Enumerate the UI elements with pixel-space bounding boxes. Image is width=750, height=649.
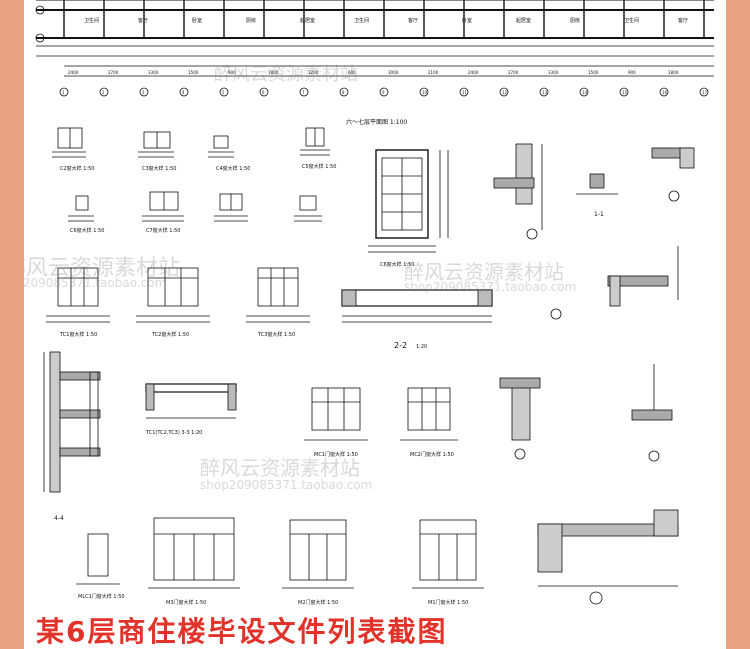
plan-room-label: 客厅 bbox=[138, 17, 148, 24]
label-window-big: C6窗大样 1:50 bbox=[380, 261, 415, 268]
grid-bubble-label: 2 bbox=[102, 90, 105, 95]
grid-bubble bbox=[619, 87, 629, 97]
label-plan-67: 六～七层平面图 1:100 bbox=[346, 118, 407, 126]
grid-bubble-label: 1 bbox=[62, 90, 65, 95]
plan-dimension: 1800 bbox=[268, 70, 279, 75]
plan-dimension: 900 bbox=[228, 70, 236, 75]
plan-dimension: 2700 bbox=[508, 70, 519, 75]
plan-dimension: 3300 bbox=[148, 70, 159, 75]
plan-dimension: 2100 bbox=[428, 70, 439, 75]
label-c7: C7窗大样 1:50 bbox=[146, 227, 181, 234]
plan-room-label: 厨房 bbox=[246, 17, 256, 24]
plan-room-label: 卧室 bbox=[192, 17, 202, 24]
grid-bubble bbox=[419, 87, 429, 97]
grid-bubble-label: 5 bbox=[222, 90, 225, 95]
plan-dimension: 1800 bbox=[668, 70, 679, 75]
plan-room-label: 卫生间 bbox=[624, 17, 639, 24]
label-c5: C5窗大样 1:50 bbox=[302, 163, 337, 170]
grid-bubble bbox=[579, 87, 589, 97]
label-mc1: MC1门窗大样 1:50 bbox=[314, 451, 358, 458]
label-22-scale: 1:20 bbox=[416, 344, 427, 350]
plan-dimension: 3000 bbox=[388, 70, 399, 75]
label-tc3: TC3窗大样 1:50 bbox=[257, 331, 295, 338]
section-4-4: 4-4 bbox=[43, 351, 101, 522]
page-caption: 某6层商住楼毕设文件列表截图 bbox=[36, 615, 448, 648]
label-m2: M2门窗大样 1:50 bbox=[298, 599, 338, 606]
plan-dimension: 1500 bbox=[588, 70, 599, 75]
door-details-bottom: MLC1门窗大样 1:50 M3门窗大样 1:50 M2门窗大样 1:50 M1… bbox=[76, 517, 484, 606]
label-tc2: TC2窗大样 1:50 bbox=[151, 331, 189, 338]
label-c2: C2窗大样 1:50 bbox=[60, 165, 95, 172]
grid-bubble-label: 12 bbox=[502, 90, 508, 95]
tc-window-details: TC1窗大样 1:50 TC2窗大样 1:50 TC3窗大样 1:50 bbox=[46, 267, 310, 338]
grid-bubble bbox=[59, 87, 69, 97]
plan-dimension: 1200 bbox=[308, 70, 319, 75]
plan-dimension: 900 bbox=[628, 70, 636, 75]
grid-bubble-label: 6 bbox=[262, 90, 265, 95]
structure-details-right: 1-1 bbox=[493, 143, 695, 605]
big-window-elevation: 六～七层平面图 1:100 C6窗大样 1:50 bbox=[346, 118, 449, 268]
label-m1: M1门窗大样 1:50 bbox=[428, 599, 468, 606]
plan-dimension: 600 bbox=[348, 70, 356, 75]
plan-room-label: 客厅 bbox=[678, 17, 688, 24]
grid-bubble-label: 13 bbox=[542, 90, 548, 95]
plan-dimension: 2700 bbox=[108, 70, 119, 75]
grid-bubble bbox=[699, 87, 709, 97]
label-c4: C4窗大样 1:50 bbox=[216, 165, 251, 172]
label-mc2: MC2门窗大样 1:50 bbox=[410, 451, 454, 458]
plan-dimension: 1500 bbox=[188, 70, 199, 75]
plan-room-label: 卫生间 bbox=[84, 17, 99, 24]
grid-bubble bbox=[99, 87, 109, 97]
plan-room-label: 起居室 bbox=[516, 17, 531, 24]
grid-bubble-label: 4 bbox=[182, 90, 185, 95]
grid-bubble-label: 9 bbox=[382, 90, 385, 95]
grid-bubble bbox=[499, 87, 509, 97]
plan-room-label: 起居室 bbox=[300, 17, 315, 24]
plan-dimension: 2400 bbox=[468, 70, 479, 75]
plan-room-label: 客厅 bbox=[408, 17, 418, 24]
grid-bubble bbox=[179, 87, 189, 97]
grid-bubble-label: 16 bbox=[662, 90, 668, 95]
grid-bubble bbox=[339, 87, 349, 97]
grid-bubble bbox=[299, 87, 309, 97]
grid-bubble bbox=[379, 87, 389, 97]
grid-bubble-label: 7 bbox=[302, 90, 305, 95]
plan-room-label: 卧室 bbox=[462, 17, 472, 24]
grid-bubble-label: 10 bbox=[422, 90, 428, 95]
label-m3: M3门窗大样 1:50 bbox=[166, 599, 206, 606]
grid-bubble-label: 8 bbox=[342, 90, 345, 95]
label-44: 4-4 bbox=[54, 515, 64, 522]
window-details-group-1: C2窗大样 1:50 C3窗大样 1:50 C4窗大样 1:50 C5窗大样 1… bbox=[52, 127, 337, 234]
plan-room-label: 厨房 bbox=[570, 17, 580, 24]
label-c6: C6窗大样 1:50 bbox=[70, 227, 105, 234]
grid-bubble-label: 15 bbox=[622, 90, 628, 95]
plan-dimension: 3300 bbox=[548, 70, 559, 75]
grid-bubble-label: 14 bbox=[582, 90, 588, 95]
label-c3: C3窗大样 1:50 bbox=[142, 165, 177, 172]
grid-bubble bbox=[139, 87, 149, 97]
label-mlc: MLC1门窗大样 1:50 bbox=[78, 593, 125, 600]
plan-room-label: 卫生间 bbox=[354, 17, 369, 24]
grid-bubble bbox=[259, 87, 269, 97]
grid-bubble bbox=[459, 87, 469, 97]
section-2-2: 2-2 1:20 bbox=[341, 289, 493, 350]
door-details-mc: MC1门窗大样 1:50 MC2门窗大样 1:50 bbox=[304, 387, 458, 458]
label-22: 2-2 bbox=[394, 341, 407, 350]
grid-bubble bbox=[219, 87, 229, 97]
grid-bubble-label: 3 bbox=[142, 90, 145, 95]
grid-bubble bbox=[539, 87, 549, 97]
label-tc1: TC1窗大样 1:50 bbox=[59, 331, 97, 338]
grid-bubble bbox=[659, 87, 669, 97]
label-11: 1-1 bbox=[594, 211, 604, 218]
plan-dimension: 2400 bbox=[68, 70, 79, 75]
grid-bubble-label: 11 bbox=[462, 90, 468, 95]
tc-section: TC1(TC2,TC3) 3-3 1:20 bbox=[145, 383, 237, 436]
grid-bubble-label: 17 bbox=[702, 90, 708, 95]
label-tc-section: TC1(TC2,TC3) 3-3 1:20 bbox=[145, 430, 202, 436]
